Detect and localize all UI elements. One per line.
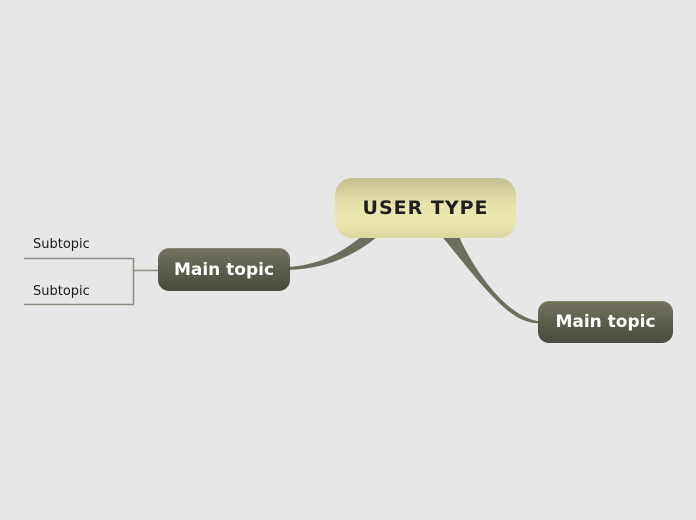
main-topic-left-label: Main topic [173,259,275,280]
subtopic-node-2[interactable]: Subtopic [33,284,90,299]
connector-central-to-main-right [442,236,539,324]
subtopic-node-1[interactable]: Subtopic [33,237,90,252]
connector-central-to-main-left [288,237,377,270]
central-topic-label: USER TYPE [362,197,489,219]
central-topic-node[interactable]: USER TYPE [335,178,516,238]
main-topic-right-node[interactable]: Main topic [538,301,673,343]
subtopic-label-2: Subtopic [33,284,90,299]
subtopic-bracket-line [24,257,135,306]
main-topic-left-node[interactable]: Main topic [158,248,290,291]
subtopic-label-1: Subtopic [33,237,90,252]
main-topic-right-label: Main topic [555,312,656,332]
